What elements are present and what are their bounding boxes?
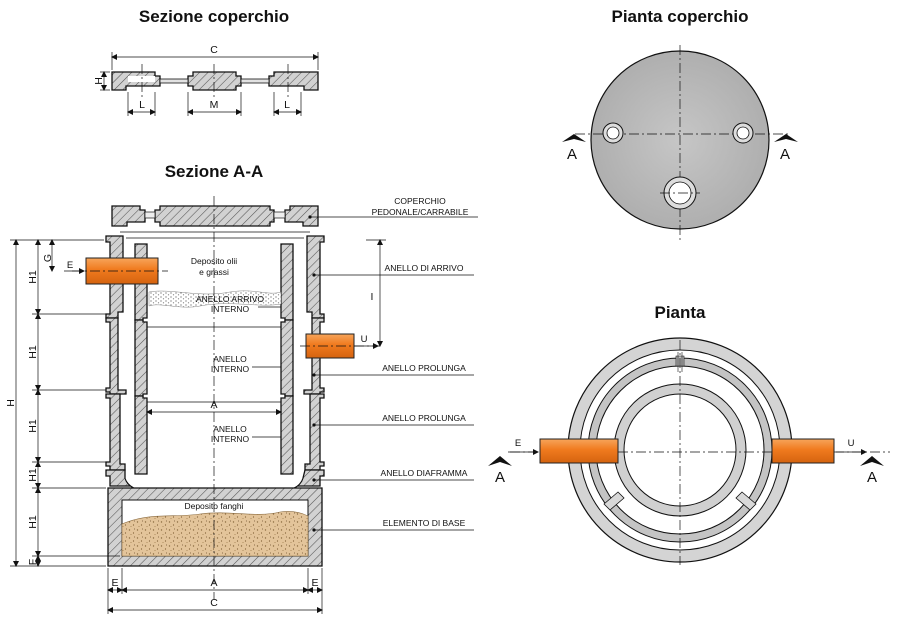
dim-h1-4-label: H1 bbox=[27, 468, 39, 482]
dim-c-lid-label: C bbox=[210, 44, 218, 56]
callout-elemento-base: ELEMENTO DI BASE bbox=[383, 518, 466, 528]
dim-h-total-label: H bbox=[5, 399, 17, 407]
title-pianta-coperchio: Pianta coperchio bbox=[612, 7, 749, 26]
dim-e-left-label: E bbox=[111, 577, 118, 589]
tank-plan bbox=[488, 337, 890, 565]
dim-h1-5-label: H1 bbox=[27, 515, 39, 529]
dim-l-left-label: L bbox=[139, 99, 145, 111]
dim-h-lid-label: H bbox=[93, 77, 105, 85]
plan-outlet-pipe bbox=[771, 438, 835, 464]
label-deposito-olii-1: Deposito olii bbox=[191, 256, 237, 266]
dim-a-inner-label: A bbox=[210, 399, 217, 411]
lid-section bbox=[111, 64, 319, 98]
dim-l-right-label: L bbox=[284, 99, 290, 111]
callout-anello-diaframma: ANELLO DIAFRAMMA bbox=[381, 468, 468, 478]
lid-plan-mark-right: A bbox=[780, 146, 790, 163]
tank-section bbox=[72, 196, 380, 600]
callout-anello-prolunga-1: ANELLO PROLUNGA bbox=[382, 363, 466, 373]
label-interno-1a: ANELLO bbox=[213, 354, 247, 364]
title-pianta: Pianta bbox=[654, 303, 706, 322]
dim-h1-2-label: H1 bbox=[27, 345, 39, 359]
label-interno-2a: ANELLO bbox=[213, 424, 247, 434]
label-deposito-olii-2: e grassi bbox=[199, 267, 229, 277]
label-deposito-fanghi: Deposito fanghi bbox=[184, 501, 243, 511]
plan-inlet-pipe bbox=[539, 438, 619, 464]
label-arrivo-interno-2: INTERNO bbox=[211, 304, 250, 314]
dim-i-label: I bbox=[371, 291, 374, 303]
label-arrivo-interno-1: ANELLO ARRIVO bbox=[196, 294, 264, 304]
plan-outlet-label: U bbox=[848, 438, 855, 449]
label-interno-1b: INTERNO bbox=[211, 364, 250, 374]
label-interno-2b: INTERNO bbox=[211, 434, 250, 444]
outlet-label-section: U bbox=[361, 334, 368, 345]
lid-plan bbox=[562, 45, 798, 240]
callout-coperchio-1: COPERCHIO bbox=[394, 196, 446, 206]
inlet-label-section: E bbox=[67, 260, 73, 271]
callout-coperchio-2: PEDONALE/CARRABILE bbox=[372, 207, 469, 217]
title-sezione-coperchio: Sezione coperchio bbox=[139, 7, 289, 26]
callout-anello-arrivo: ANELLO DI ARRIVO bbox=[385, 263, 464, 273]
title-sezione-aa: Sezione A-A bbox=[165, 162, 264, 181]
callout-anello-prolunga-2: ANELLO PROLUNGA bbox=[382, 413, 466, 423]
dim-f-label: F bbox=[27, 559, 39, 565]
dim-m-label: M bbox=[210, 99, 219, 111]
dim-c-base-label: C bbox=[210, 597, 218, 609]
plan-mark-left: A bbox=[495, 469, 505, 486]
plan-inlet-label: E bbox=[515, 438, 521, 449]
dim-g-label: G bbox=[42, 254, 54, 262]
dim-h1-3-label: H1 bbox=[27, 419, 39, 433]
plan-mark-right: A bbox=[867, 469, 877, 486]
dim-h1-1-label: H1 bbox=[27, 270, 39, 284]
lid-plan-mark-left: A bbox=[567, 146, 577, 163]
dim-a-base-label: A bbox=[210, 577, 217, 589]
dim-e-right-label: E bbox=[311, 577, 318, 589]
